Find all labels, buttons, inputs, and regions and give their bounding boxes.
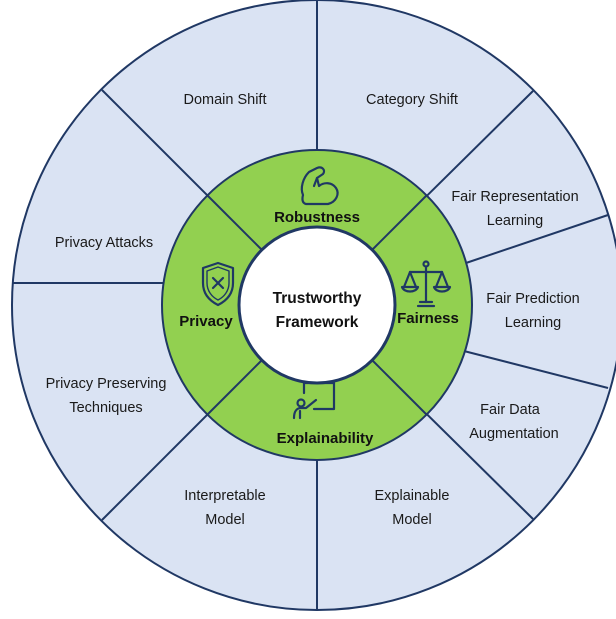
pillar-divider-ne — [372, 194, 428, 250]
pillar-dividers — [206, 194, 428, 416]
pillar-divider-sw — [206, 360, 262, 416]
center-title-line2: Framework — [276, 314, 359, 331]
pillar-divider-se — [372, 360, 428, 416]
divider-right-1 — [462, 214, 609, 265]
segment-privacy-attacks: Privacy Attacks — [55, 235, 153, 251]
segment-fair-representation-line1: Fair Representation — [451, 189, 578, 205]
segment-fair-representation-line2: Learning — [487, 213, 543, 229]
scales-icon — [400, 260, 452, 308]
center-title-line1: Trustworthy — [273, 290, 362, 307]
presentation-board-icon — [292, 381, 336, 420]
segment-interpretable-model-line1: Interpretable — [184, 488, 265, 504]
flexed-arm-icon — [300, 166, 339, 206]
segment-domain-shift: Domain Shift — [183, 92, 266, 108]
pillar-label-robustness: Robustness — [274, 209, 360, 226]
segment-fair-prediction-line2: Learning — [505, 315, 561, 331]
pillar-divider-nw — [206, 194, 262, 250]
segment-fair-data-line1: Fair Data — [480, 402, 541, 418]
segment-explainable-model-line2: Model — [392, 512, 432, 528]
segment-fair-data-line2: Augmentation — [469, 426, 558, 442]
segment-privacy-preserving-line2: Techniques — [69, 400, 142, 416]
segment-explainable-model-line1: Explainable — [375, 488, 450, 504]
divider-right-2 — [459, 349, 609, 389]
pillar-label-privacy: Privacy — [179, 313, 233, 330]
segment-privacy-preserving-line1: Privacy Preserving — [46, 376, 167, 392]
pillar-label-explainability: Explainability — [277, 430, 374, 447]
segment-fair-prediction-line1: Fair Prediction — [486, 291, 579, 307]
segment-interpretable-model-line2: Model — [205, 512, 245, 528]
pillar-label-fairness: Fairness — [397, 310, 459, 327]
shield-icon — [201, 261, 235, 307]
segment-category-shift: Category Shift — [366, 92, 458, 108]
